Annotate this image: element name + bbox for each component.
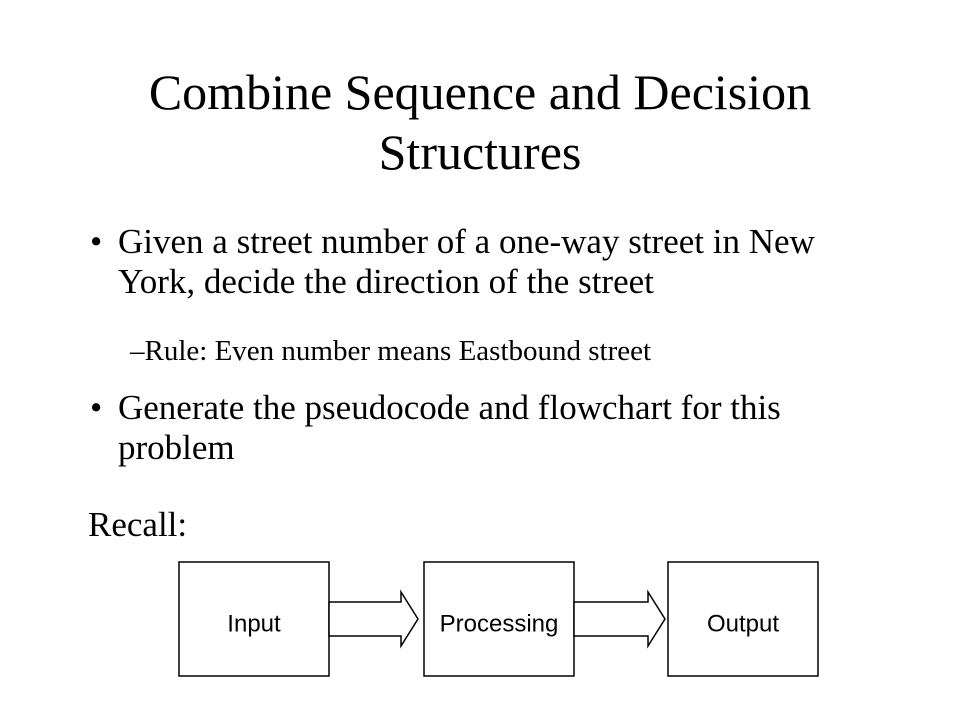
bullet-1: • Given a street number of a one-way str… <box>90 222 890 302</box>
arrow-processing-to-output <box>573 589 666 649</box>
node-processing-box <box>423 561 575 677</box>
sub-bullet-1-text: Rule: Even number means Eastbound street <box>144 335 652 367</box>
arrow-input-to-processing <box>328 589 419 649</box>
sub-bullet-dash: – <box>130 335 145 367</box>
node-output-box <box>667 561 819 677</box>
node-input-label: Input <box>227 610 281 637</box>
bullet-dot: • <box>90 388 103 427</box>
slide-title-line-2: Structures <box>378 124 582 180</box>
bullet-2-text: Generate the pseudocode and flowchart fo… <box>118 388 781 467</box>
slide-title: Combine Sequence and Decision Structures <box>0 62 960 182</box>
bullet-1-text: Given a street number of a one-way stree… <box>118 222 815 301</box>
node-output-label: Output <box>707 610 779 637</box>
slide-title-line-1: Combine Sequence and Decision <box>148 64 812 120</box>
node-processing-label: Processing <box>440 610 559 637</box>
sub-bullet-1: –Rule: Even number means Eastbound stree… <box>130 333 651 369</box>
node-input-box <box>178 561 330 677</box>
bullet-2: • Generate the pseudocode and flowchart … <box>90 388 890 468</box>
node-processing: Processing <box>423 561 575 677</box>
node-output: Output <box>667 561 819 677</box>
bullet-dot: • <box>90 222 103 261</box>
recall-label: Recall: <box>88 505 188 544</box>
node-input: Input <box>178 561 330 677</box>
